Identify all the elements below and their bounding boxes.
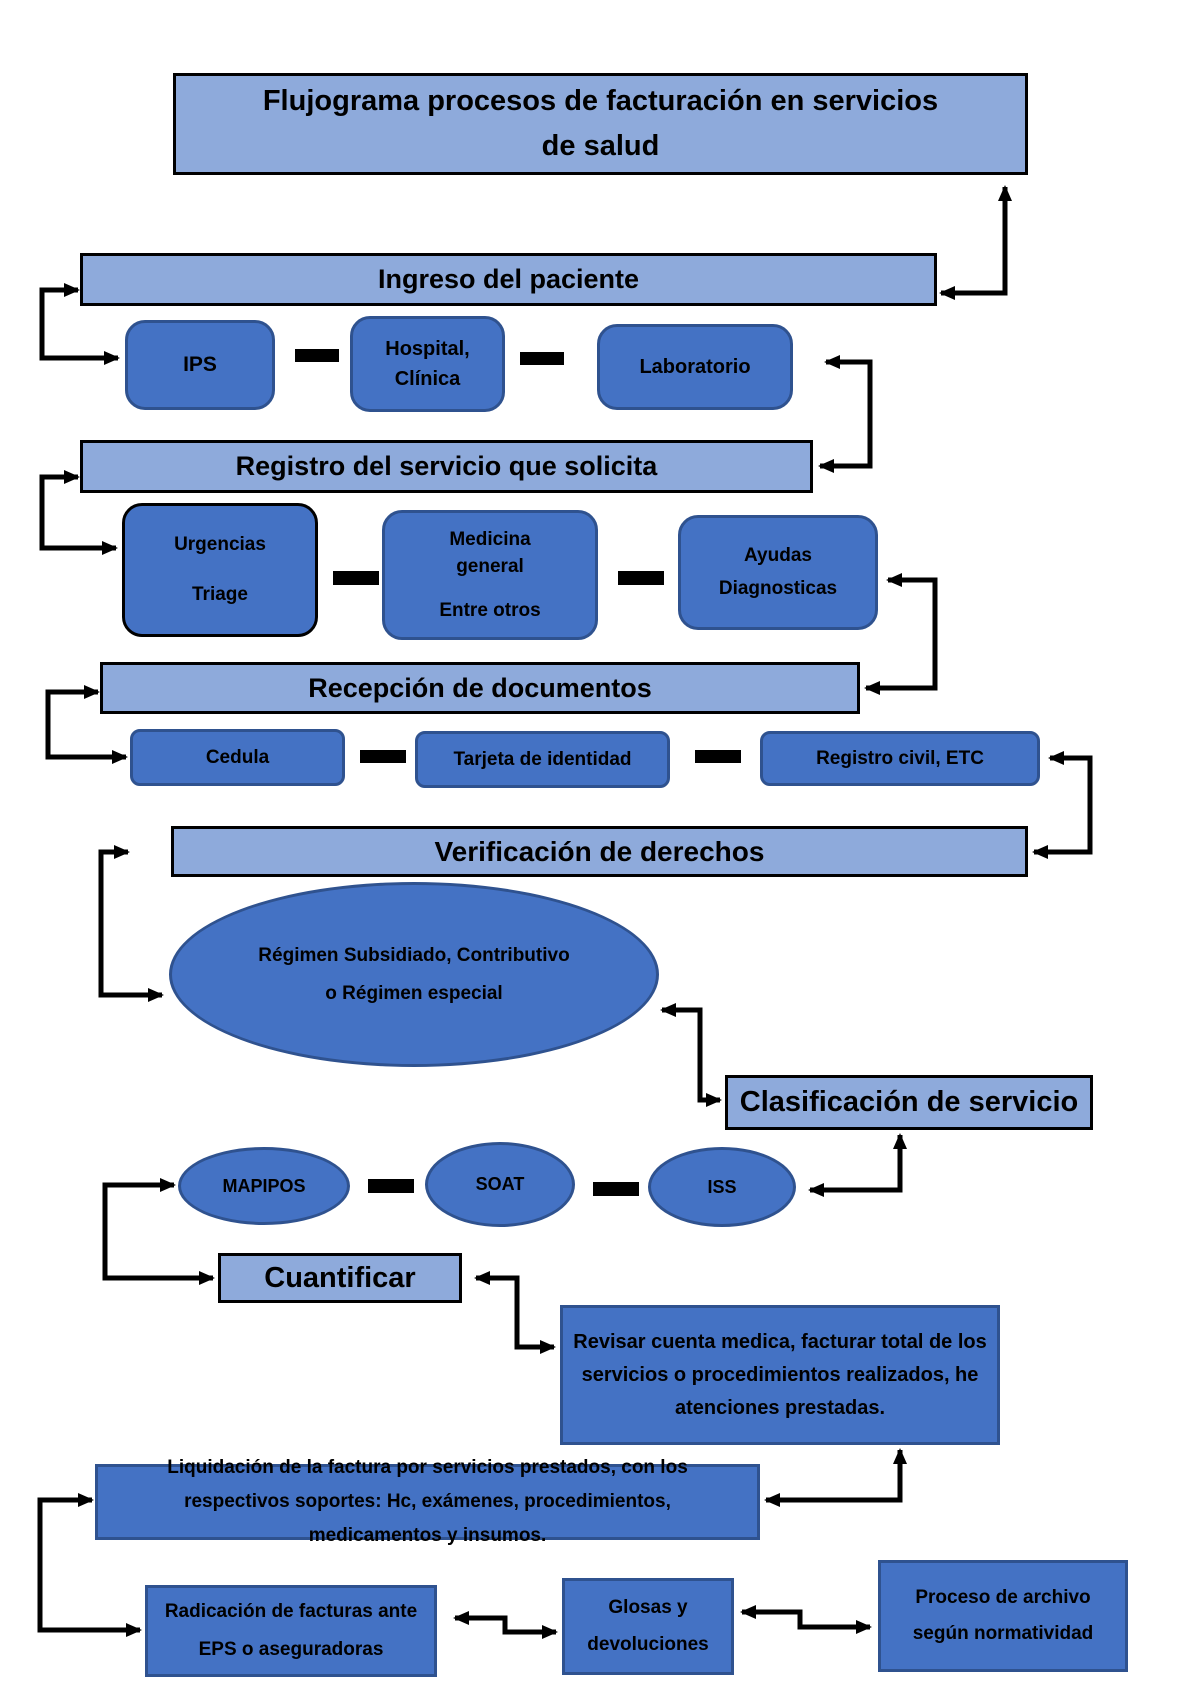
node-glosas: Glosas y devoluciones <box>562 1578 734 1675</box>
node-soat: SOAT <box>425 1142 575 1227</box>
arrow-recepcion-to-ayudas <box>864 573 938 695</box>
title-box: Flujograma procesos de facturación en se… <box>173 73 1028 175</box>
node-ips: IPS <box>125 320 275 410</box>
node-urgencias-line1: Urgencias <box>174 534 266 555</box>
dash-tarjeta-registrocivil <box>695 750 741 763</box>
node-mapipos: MAPIPOS <box>178 1147 350 1225</box>
dash-medicina-ayudas <box>618 571 664 585</box>
arrow-iss-to-clasificacion <box>808 1133 907 1197</box>
arrow-regimen-to-clasificacion <box>660 1003 722 1107</box>
node-registro-civil-label: Registro civil, ETC <box>816 747 984 769</box>
arrow-registro-to-laboratorio <box>818 355 873 473</box>
node-hospital-line2: Clínica <box>394 368 461 390</box>
banner-verificacion: Verificación de derechos <box>171 826 1028 877</box>
title-line1: Flujograma procesos de facturación en se… <box>262 85 939 118</box>
banner-verificacion-label: Verificación de derechos <box>434 835 765 867</box>
arrow-glosas-proceso <box>740 1605 872 1634</box>
arrow-mapipos-to-cuantificar <box>102 1178 215 1285</box>
node-soat-label: SOAT <box>475 1174 525 1194</box>
node-proceso-label: Proceso de archivo según normatividad <box>912 1586 1094 1644</box>
node-tarjeta-identidad: Tarjeta de identidad <box>415 731 670 788</box>
dash-hospital-laboratorio <box>520 352 564 365</box>
node-laboratorio-label: Laboratorio <box>639 355 751 378</box>
node-hospital-line1: Hospital, <box>385 338 470 360</box>
node-ayudas-diagnosticas: Ayudas Diagnosticas <box>678 515 878 630</box>
arrow-registro-to-urgencias <box>39 470 118 555</box>
arrow-recepcion-to-cedula <box>45 685 128 764</box>
arrow-radicacion-glosas <box>453 1611 558 1639</box>
node-mapipos-label: MAPIPOS <box>222 1175 306 1196</box>
node-regimen-line2: o Régimen especial <box>325 982 503 1004</box>
node-ayudas-line1: Ayudas <box>744 545 812 567</box>
banner-cuantificar-label: Cuantificar <box>264 1261 416 1294</box>
title-line2: de salud <box>541 130 660 162</box>
banner-registro-label: Registro del servicio que solicita <box>235 451 658 481</box>
arrow-registrocivil-to-verificacion <box>1032 751 1093 859</box>
arrow-liquidacion-to-revisar <box>764 1448 907 1507</box>
node-medicina-line1: Medicina <box>449 528 531 550</box>
arrow-ingreso-to-ips <box>39 283 120 365</box>
node-hospital-clinica: Hospital, Clínica <box>350 316 505 412</box>
dash-mapipos-soat <box>368 1179 414 1193</box>
node-ips-label: IPS <box>183 353 217 376</box>
node-glosas-label: Glosas y devoluciones <box>587 1597 709 1655</box>
node-revisar-label: Revisar cuenta medica, facturar total de… <box>573 1330 987 1419</box>
node-liquidacion-label: Liquidación de la factura por servicios … <box>167 1456 688 1547</box>
arrow-liquidacion-to-radicacion <box>37 1493 142 1637</box>
node-laboratorio: Laboratorio <box>597 324 793 410</box>
node-revisar-cuenta: Revisar cuenta medica, facturar total de… <box>560 1305 1000 1445</box>
node-ayudas-line2: Diagnosticas <box>718 577 838 599</box>
node-cedula: Cedula <box>130 729 345 786</box>
node-radicacion: Radicación de facturas ante EPS o asegur… <box>145 1585 437 1677</box>
node-medicina-line3: Entre otros <box>439 599 541 621</box>
banner-ingreso: Ingreso del paciente <box>80 253 937 306</box>
node-iss: ISS <box>648 1147 796 1227</box>
dash-ips-hospital <box>295 349 339 362</box>
node-regimen-ellipse: Régimen Subsidiado, Contributivo o Régim… <box>169 882 659 1067</box>
banner-ingreso-label: Ingreso del paciente <box>377 264 640 294</box>
node-regimen-line1: Régimen Subsidiado, Contributivo <box>258 944 570 966</box>
banner-clasificacion: Clasificación de servicio <box>725 1075 1093 1130</box>
arrow-ingreso-to-title <box>939 185 1012 300</box>
banner-cuantificar: Cuantificar <box>218 1253 462 1303</box>
node-tarjeta-label: Tarjeta de identidad <box>453 748 632 770</box>
node-urgencias-triage: Urgencias Triage <box>122 503 318 637</box>
node-radicacion-label: Radicación de facturas ante EPS o asegur… <box>164 1601 418 1660</box>
node-proceso-archivo: Proceso de archivo según normatividad <box>878 1560 1128 1672</box>
node-liquidacion: Liquidación de la factura por servicios … <box>95 1457 760 1546</box>
banner-clasificacion-label: Clasificación de servicio <box>739 1086 1079 1118</box>
node-registro-civil: Registro civil, ETC <box>760 731 1040 786</box>
banner-recepcion-label: Recepción de documentos <box>308 672 652 703</box>
node-iss-label: ISS <box>707 1176 737 1197</box>
node-cedula-label: Cedula <box>205 746 270 768</box>
node-urgencias-line2: Triage <box>192 584 248 605</box>
arrow-cuantificar-to-revisar <box>474 1271 556 1354</box>
dash-urgencias-medicina <box>333 571 379 585</box>
dash-cedula-tarjeta <box>360 750 406 763</box>
dash-soat-iss <box>593 1182 639 1196</box>
node-medicina-general: Medicina general Entre otros <box>382 510 598 640</box>
banner-registro: Registro del servicio que solicita <box>80 440 813 493</box>
arrow-verificacion-to-regimen <box>98 845 164 1002</box>
banner-recepcion: Recepción de documentos <box>100 662 860 714</box>
node-medicina-line2: general <box>456 556 524 578</box>
